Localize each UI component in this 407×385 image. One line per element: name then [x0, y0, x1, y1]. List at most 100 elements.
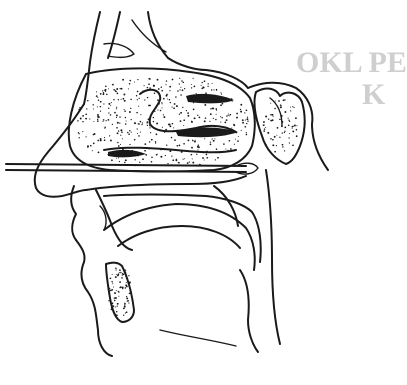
stipple-dot — [153, 121, 154, 122]
stipple-dot — [156, 123, 158, 125]
stipple-dot — [221, 93, 222, 94]
stipple-dot — [217, 157, 219, 159]
stipple-dot — [281, 115, 283, 117]
stipple-dot — [117, 274, 119, 276]
stipple-dot — [113, 89, 115, 91]
stipple-dot — [212, 108, 214, 110]
stipple-dot — [247, 121, 248, 122]
stipple-dot — [98, 100, 99, 101]
stipple-dot — [166, 95, 168, 97]
stipple-dot — [104, 139, 106, 141]
stipple-dot — [169, 99, 170, 100]
stipple-dot — [284, 127, 286, 129]
stipple-dot — [158, 88, 160, 90]
stipple-dot — [85, 118, 87, 120]
stipple-dot — [120, 135, 121, 136]
stipple-dot — [281, 121, 283, 123]
stipple-dot — [97, 120, 99, 122]
stipple-dot — [281, 125, 283, 127]
stipple-dot — [172, 79, 174, 81]
stipple-dot — [103, 93, 105, 95]
stipple-dot — [118, 147, 119, 148]
stipple-dot — [123, 307, 125, 309]
stipple-dot — [154, 92, 155, 93]
stipple-dot — [193, 102, 194, 103]
stipple-dot — [272, 144, 274, 146]
stipple-dot — [160, 156, 162, 158]
stipple-dot — [119, 269, 121, 271]
stipple-dot — [112, 84, 114, 86]
stipple-dot — [138, 135, 140, 137]
stipple-dot — [109, 288, 110, 289]
stipple-dot — [184, 88, 185, 89]
stipple-dot — [110, 303, 111, 304]
stipple-dot — [183, 119, 185, 121]
stipple-dot — [148, 83, 150, 85]
stipple-dot — [143, 147, 144, 148]
stipple-dot — [124, 100, 126, 102]
stipple-dot — [289, 142, 290, 143]
stipple-dot — [203, 152, 204, 153]
stipple-dot — [118, 155, 119, 156]
larynx — [240, 270, 258, 352]
stipple-dot — [149, 105, 151, 107]
stipple-dot — [240, 109, 241, 110]
stipple-dot — [245, 120, 246, 121]
stipple-dot — [279, 119, 281, 121]
stipple-dot — [199, 102, 201, 104]
stipple-dot — [130, 80, 132, 82]
stipple-dot — [110, 277, 112, 279]
stipple-dot — [227, 150, 228, 151]
stipple-dot — [214, 101, 216, 103]
stipple-dot — [186, 110, 187, 111]
stipple-dot — [179, 114, 180, 115]
stipple-dot — [208, 135, 210, 137]
stipple-dot — [179, 145, 181, 147]
stipple-dot — [209, 121, 210, 122]
stipple-dot — [183, 143, 185, 145]
stipple-dot — [174, 139, 176, 141]
stipple-dot — [216, 110, 217, 111]
stipple-dot — [274, 151, 276, 153]
stipple-dot — [150, 117, 151, 118]
stipple-dot — [231, 127, 232, 128]
stipple-dot — [158, 103, 160, 105]
stipple-dot — [185, 150, 187, 152]
stipple-dot — [188, 140, 190, 142]
stipple-dot — [100, 93, 102, 95]
stipple-dot — [116, 269, 117, 270]
stipple-dot — [108, 154, 109, 155]
stipple-dot — [97, 106, 98, 107]
stipple-dot — [232, 101, 233, 102]
stipple-dot — [155, 142, 156, 143]
stipple-dot — [176, 105, 178, 107]
stipple-dot — [155, 141, 156, 142]
stipple-dot — [127, 301, 128, 302]
stipple-dot — [275, 100, 276, 101]
stipple-dot — [161, 90, 163, 92]
stipple-dot — [292, 126, 294, 128]
stipple-dot — [289, 121, 290, 122]
stipple-dot — [112, 274, 113, 275]
stipple-dot — [278, 100, 280, 102]
stipple-dot — [114, 148, 115, 149]
stipple-dot — [116, 158, 117, 159]
stipple-dot — [134, 164, 136, 166]
stipple-dot — [292, 128, 293, 129]
stipple-dot — [216, 90, 217, 91]
stipple-dot — [122, 287, 123, 288]
stipple-dot — [187, 112, 189, 114]
stipple-dot — [191, 84, 192, 85]
nasal-bones — [84, 12, 248, 104]
stipple-dot — [92, 150, 93, 151]
stipple-dot — [161, 86, 162, 87]
stipple-dot — [183, 82, 185, 84]
stipple-dot — [172, 123, 174, 125]
stipple-dot — [93, 134, 94, 135]
stipple-dot — [165, 155, 166, 156]
stipple-dot — [220, 104, 222, 106]
stipple-dot — [204, 138, 205, 139]
stipple-dot — [124, 162, 125, 163]
stipple-dot — [202, 157, 204, 159]
stipple-dot — [147, 87, 148, 88]
